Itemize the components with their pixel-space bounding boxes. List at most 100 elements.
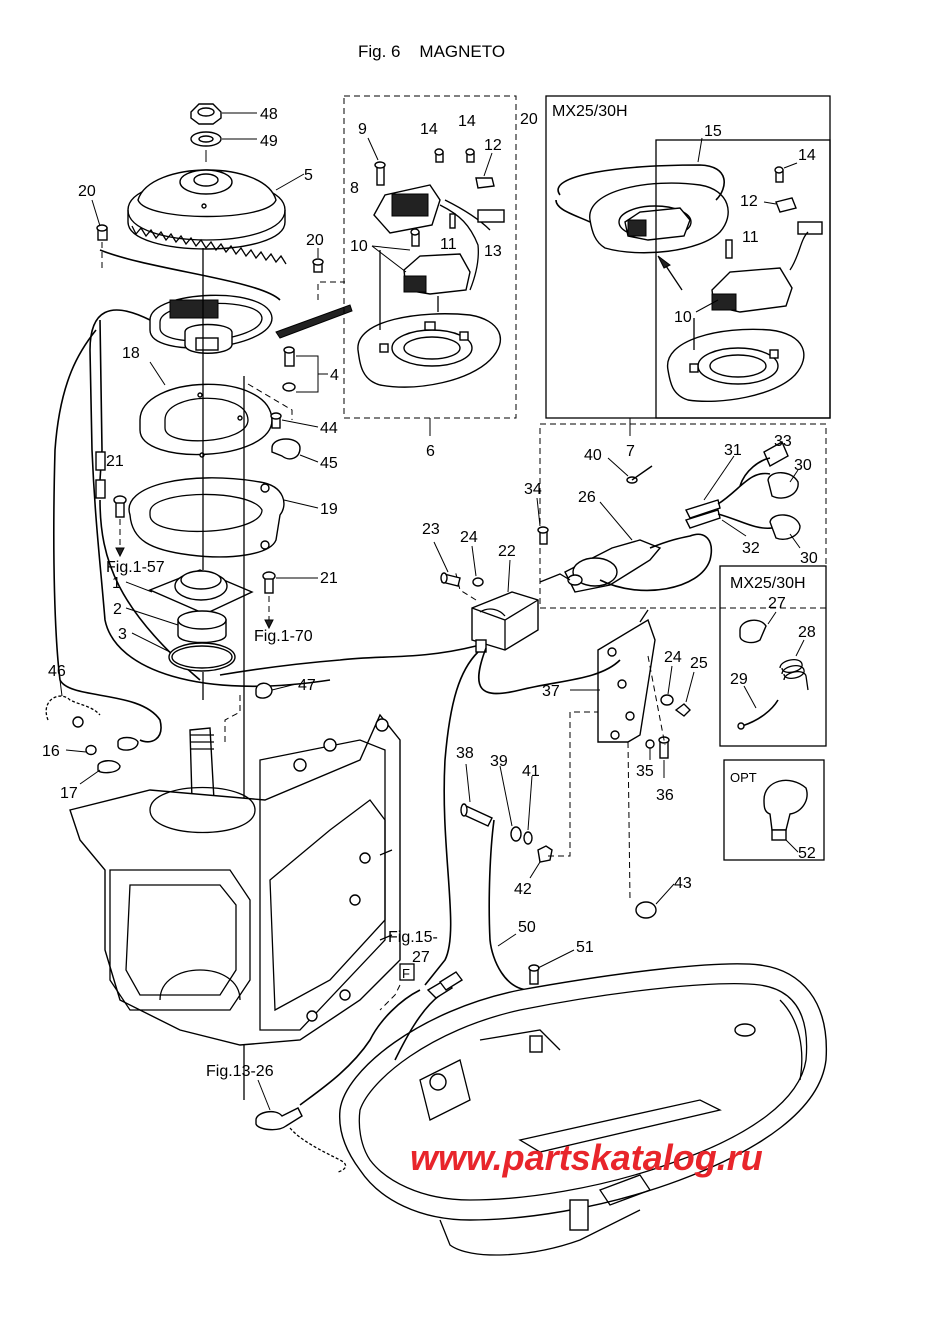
label-10: 10 bbox=[350, 238, 368, 255]
high-tension-cord-box bbox=[539, 423, 827, 609]
box7-title: MX25/30H bbox=[730, 575, 806, 592]
cap-17 bbox=[97, 760, 121, 774]
label-45: 45 bbox=[320, 455, 338, 472]
label-10: 10 bbox=[674, 309, 692, 326]
label-12: 12 bbox=[484, 137, 502, 154]
spacer-40 bbox=[626, 465, 653, 484]
washer-4-b bbox=[282, 382, 296, 392]
box7-bracket-11 bbox=[725, 221, 823, 259]
part-labels: 48 49 5 20 20 18 4 44 45 19 21 21 1 2 3 … bbox=[42, 106, 818, 956]
grommet-43 bbox=[635, 901, 657, 919]
screw-21-left bbox=[113, 495, 127, 518]
bolt-20-left bbox=[96, 224, 108, 241]
box6-screw-14b bbox=[465, 148, 475, 163]
screw-21-right bbox=[262, 571, 276, 594]
label-2: 2 bbox=[113, 601, 122, 618]
clamp-45 bbox=[271, 438, 301, 460]
engine-block bbox=[69, 713, 401, 1046]
wire-29 bbox=[737, 699, 779, 730]
opt-title: OPT bbox=[730, 770, 757, 785]
bolt-38 bbox=[460, 803, 493, 827]
label-24: 24 bbox=[664, 649, 682, 666]
screw-34 bbox=[537, 526, 549, 545]
label-20: 20 bbox=[306, 232, 324, 249]
box7-base-plate bbox=[667, 328, 805, 403]
label-13: 13 bbox=[484, 243, 502, 260]
ref-fig1-70: Fig.1-70 bbox=[254, 628, 313, 645]
label-40: 40 bbox=[584, 447, 602, 464]
label-41: 41 bbox=[522, 763, 540, 780]
ht-cord-31 bbox=[685, 499, 721, 519]
label-5: 5 bbox=[304, 167, 313, 184]
collar-24b bbox=[660, 694, 674, 706]
flywheel-washer bbox=[190, 131, 222, 147]
stator-bracket bbox=[128, 477, 285, 558]
ref-fig15-27: 27 bbox=[412, 949, 430, 966]
plug-cap-33 bbox=[763, 441, 789, 467]
label-11: 11 bbox=[440, 236, 457, 253]
label-34: 34 bbox=[524, 481, 542, 498]
label-44: 44 bbox=[320, 420, 338, 437]
nut-35 bbox=[645, 739, 655, 749]
optional-plug-box bbox=[723, 759, 825, 861]
washer-39 bbox=[510, 826, 522, 842]
box6-screw-9 bbox=[374, 161, 386, 186]
label-14: 14 bbox=[458, 113, 476, 130]
connector-fig15 bbox=[426, 971, 464, 999]
label-31: 31 bbox=[724, 442, 742, 459]
label-35: 35 bbox=[636, 763, 654, 780]
plug-cap-27 bbox=[739, 619, 767, 644]
label-37: 37 bbox=[542, 683, 560, 700]
box6-charge-coil bbox=[373, 184, 491, 291]
screw-51 bbox=[528, 964, 540, 985]
mx25-accessory-box bbox=[719, 565, 827, 747]
ref-fig1-57: Fig.1-57 bbox=[106, 559, 165, 576]
plug-cap-52 bbox=[763, 779, 808, 841]
oil-seal-collar bbox=[177, 610, 227, 644]
label-49: 49 bbox=[260, 133, 278, 150]
plug-cap-30b bbox=[769, 514, 801, 540]
label-25: 25 bbox=[690, 655, 708, 672]
ignition-coil bbox=[564, 539, 662, 593]
box6-bracket-11 bbox=[449, 209, 505, 229]
kill-switch-connector bbox=[255, 1107, 347, 1173]
bracket-37 bbox=[597, 618, 656, 743]
screw-4-a bbox=[283, 346, 295, 367]
label-33: 33 bbox=[774, 433, 792, 450]
label-23: 23 bbox=[422, 521, 440, 538]
bottom-cowling bbox=[338, 963, 828, 1256]
label-22: 22 bbox=[498, 543, 516, 560]
watermark: www.partskatalog.ru bbox=[410, 1137, 763, 1178]
label-52: 52 bbox=[798, 845, 816, 862]
label-32: 32 bbox=[742, 540, 760, 557]
label-7: 7 bbox=[626, 443, 635, 460]
washer-41 bbox=[523, 831, 533, 845]
screw-44 bbox=[270, 412, 282, 429]
flywheel-nut bbox=[190, 103, 222, 125]
label-51: 51 bbox=[576, 939, 594, 956]
collar-24a bbox=[472, 577, 484, 587]
label-21: 21 bbox=[106, 453, 124, 470]
figure-title: Fig. 6 MAGNETO bbox=[358, 42, 506, 61]
box7-assembly-15 bbox=[589, 182, 729, 254]
label-48: 48 bbox=[260, 106, 278, 123]
mx25-inner-box bbox=[655, 139, 831, 419]
flywheel bbox=[127, 169, 287, 265]
box6-pulser-coil bbox=[403, 253, 471, 295]
stator-assembly bbox=[149, 294, 273, 354]
label-4: 4 bbox=[330, 367, 339, 384]
stator-plate bbox=[139, 383, 273, 458]
box7-clamp-12 bbox=[775, 197, 797, 213]
screw-23 bbox=[440, 572, 461, 587]
label-43: 43 bbox=[674, 875, 692, 892]
label-24: 24 bbox=[460, 529, 478, 546]
nut-42 bbox=[537, 845, 553, 863]
label-1: 1 bbox=[112, 575, 121, 592]
label-19: 19 bbox=[320, 501, 338, 518]
label-9: 9 bbox=[358, 121, 367, 138]
cdi-unit bbox=[471, 591, 539, 653]
label-42: 42 bbox=[514, 881, 532, 898]
label-17: 17 bbox=[60, 785, 78, 802]
